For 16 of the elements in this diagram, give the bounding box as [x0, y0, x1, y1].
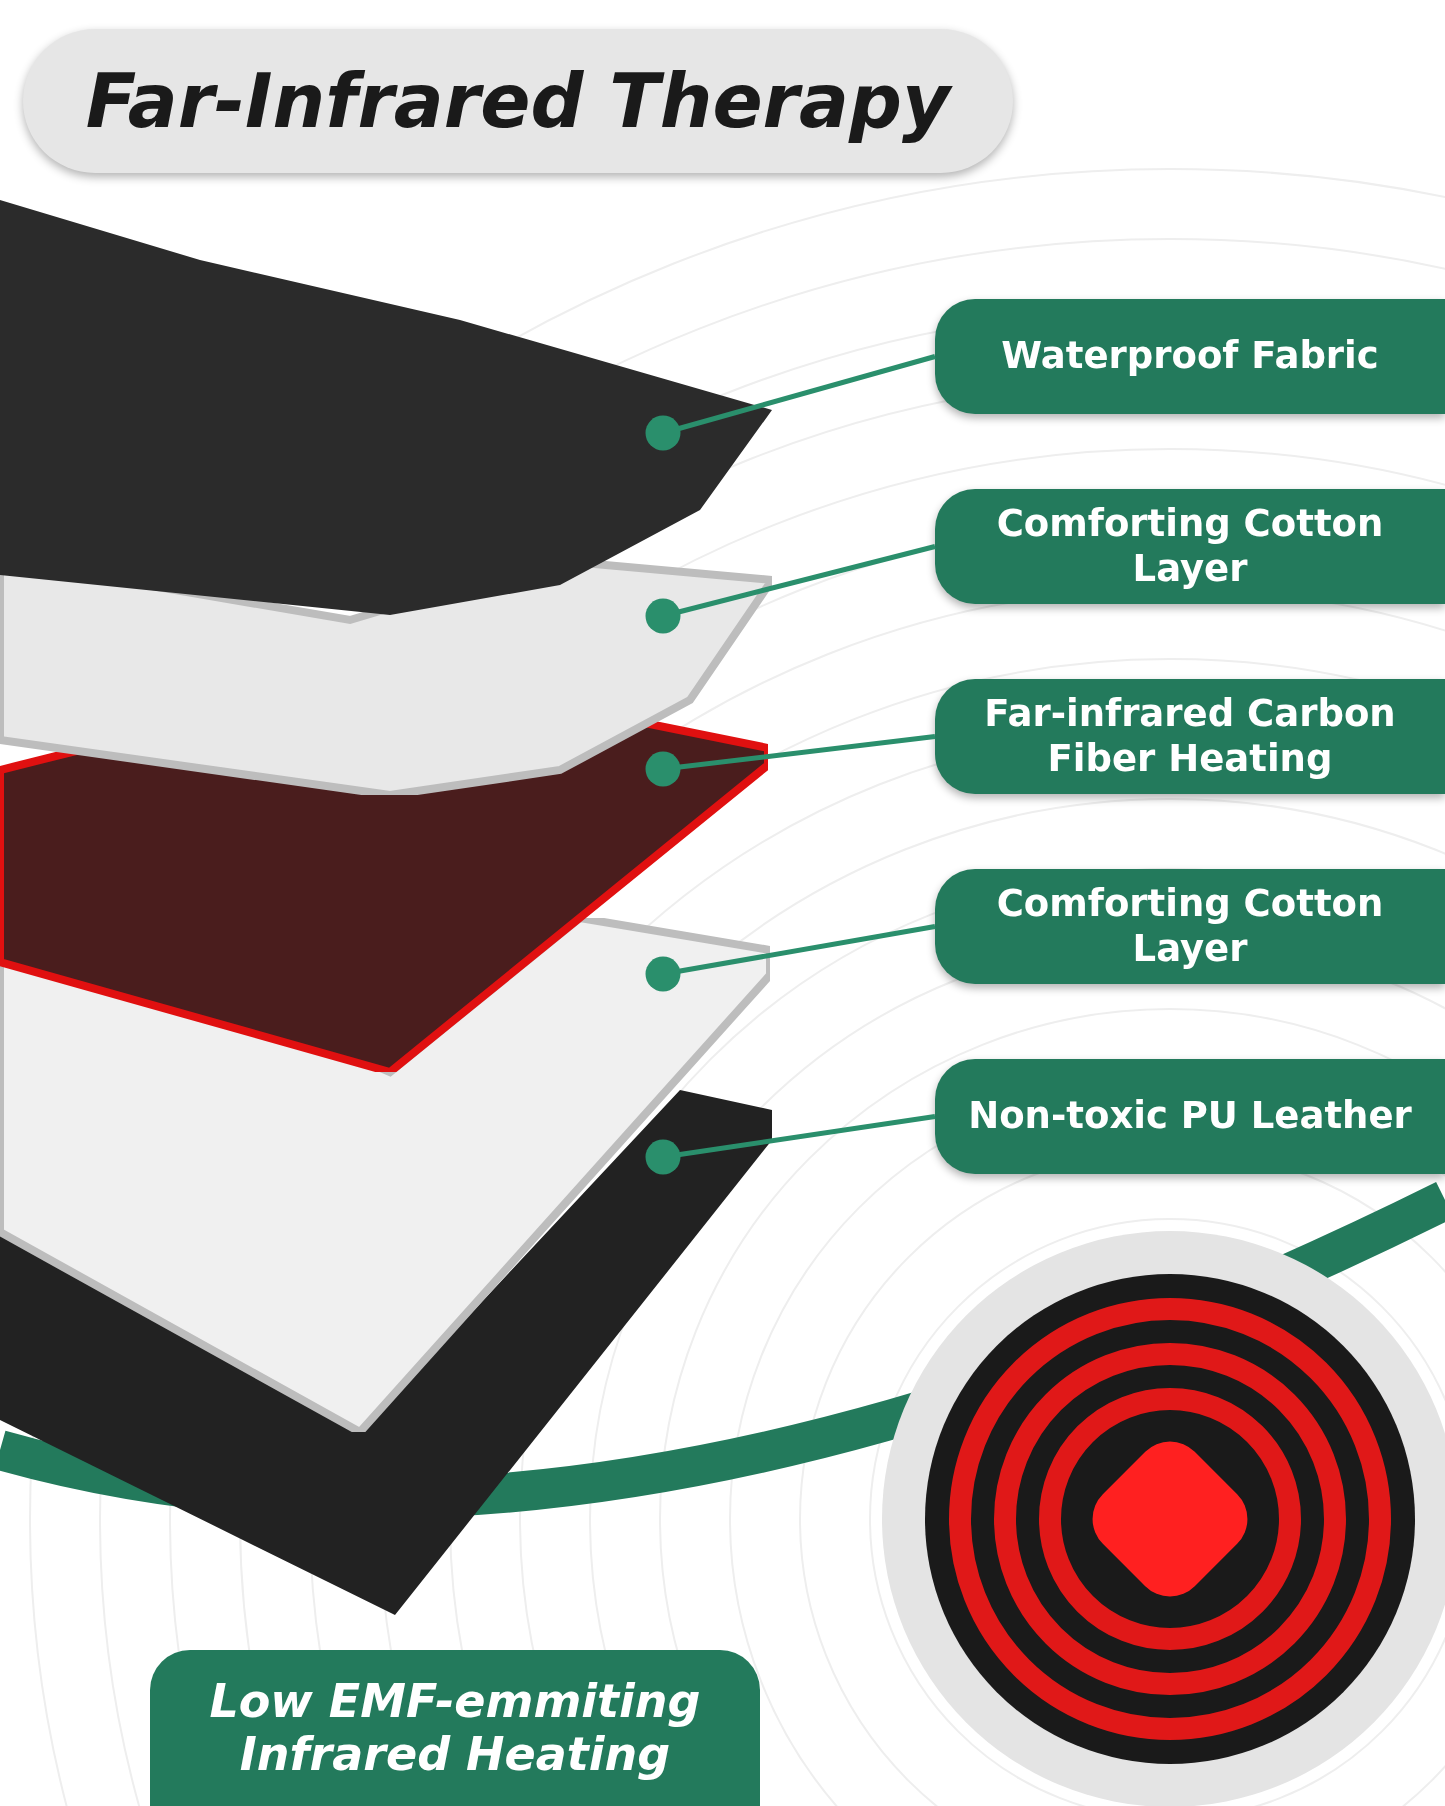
- material-layer: [0, 918, 770, 1432]
- material-layer: [0, 560, 772, 795]
- layer-label: Far-infrared Carbon Fiber Heating: [935, 679, 1445, 794]
- layer-label: Comforting Cotton Layer: [935, 869, 1445, 984]
- layer-label: Comforting Cotton Layer: [935, 489, 1445, 604]
- leader-line: [645, 544, 936, 634]
- title-banner: Far-Infrared Therapy: [23, 29, 1013, 173]
- leader-line: [645, 924, 936, 992]
- leader-line: [645, 354, 936, 451]
- layer-label: Waterproof Fabric: [935, 299, 1445, 414]
- material-layer: [0, 1090, 772, 1615]
- leader-line: [645, 734, 936, 787]
- layer-label: Non-toxic PU Leather: [935, 1059, 1445, 1174]
- feature-banner: Low EMF-emmiting Infrared Heating: [150, 1650, 760, 1806]
- material-layer: [0, 200, 772, 615]
- leader-line: [645, 1114, 936, 1175]
